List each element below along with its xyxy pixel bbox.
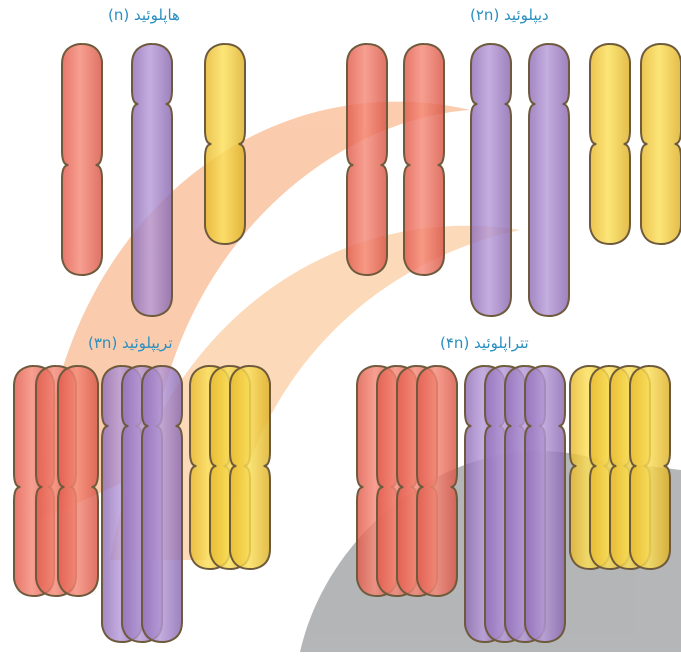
diploid-red-chromosome-1 <box>347 44 387 275</box>
haploid-purple-chromosome <box>132 44 172 316</box>
triploid-label: تریپلوئید (۳n) <box>88 334 173 352</box>
haploid-label: هاپلوئید (n) <box>108 6 180 24</box>
tetraploid-purple-chromosome-4 <box>525 366 565 642</box>
diploid-purple-chromosome-2 <box>529 44 569 316</box>
haploid-red-chromosome <box>62 44 102 275</box>
tetraploid-red-chromosome-4 <box>417 366 457 596</box>
triploid-purple-chromosome-3 <box>142 366 182 642</box>
diploid-yellow-chromosome-2 <box>641 44 681 244</box>
diploid-red-chromosome-2 <box>404 44 444 275</box>
tetraploid-yellow-chromosome-4 <box>630 366 670 569</box>
diploid-purple-chromosome-1 <box>471 44 511 316</box>
triploid-red-chromosome-3 <box>58 366 98 596</box>
diploid-label: دیپلوئید (۲n) <box>470 6 549 24</box>
tetraploid-label: تتراپلوئید (۴n) <box>440 334 529 352</box>
diploid-yellow-chromosome-1 <box>590 44 630 244</box>
haploid-yellow-chromosome <box>205 44 245 244</box>
triploid-yellow-chromosome-3 <box>230 366 270 569</box>
